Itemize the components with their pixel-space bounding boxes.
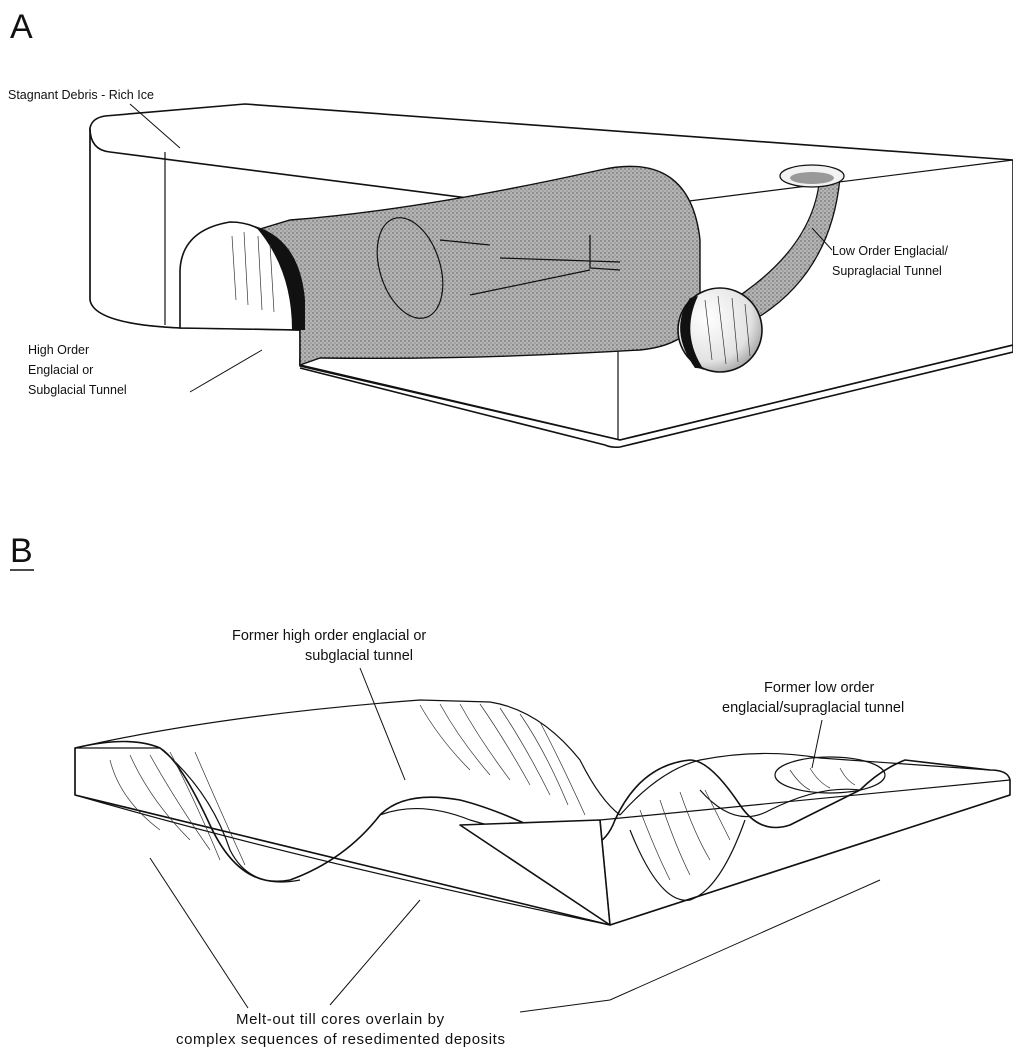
label-high-order-2: Englacial or — [28, 363, 93, 377]
panel-b-letter: B — [10, 532, 33, 570]
panel-b: B — [10, 532, 1010, 1048]
label-low-order-1: Low Order Englacial/ — [832, 244, 949, 258]
label-meltout-1: Melt-out till cores overlain by — [236, 1011, 445, 1028]
landform-block — [75, 700, 1010, 925]
leader-former-low — [812, 720, 822, 768]
label-meltout-2: complex sequences of resedimented deposi… — [176, 1031, 506, 1048]
panel-a: A — [8, 8, 1013, 447]
panel-a-letter: A — [10, 8, 33, 46]
label-former-high-2: subglacial tunnel — [305, 648, 413, 664]
leader-former-high — [360, 668, 405, 780]
label-former-low-2: englacial/supraglacial tunnel — [722, 700, 904, 716]
label-former-low-1: Former low order — [764, 680, 875, 696]
label-low-order-2: Supraglacial Tunnel — [832, 264, 942, 278]
leader-high-order — [190, 350, 262, 392]
label-high-order-1: High Order — [28, 343, 89, 357]
label-former-high-1: Former high order englacial or — [232, 628, 426, 644]
label-high-order-3: Subglacial Tunnel — [28, 383, 127, 397]
label-stagnant-ice: Stagnant Debris - Rich Ice — [8, 88, 154, 102]
